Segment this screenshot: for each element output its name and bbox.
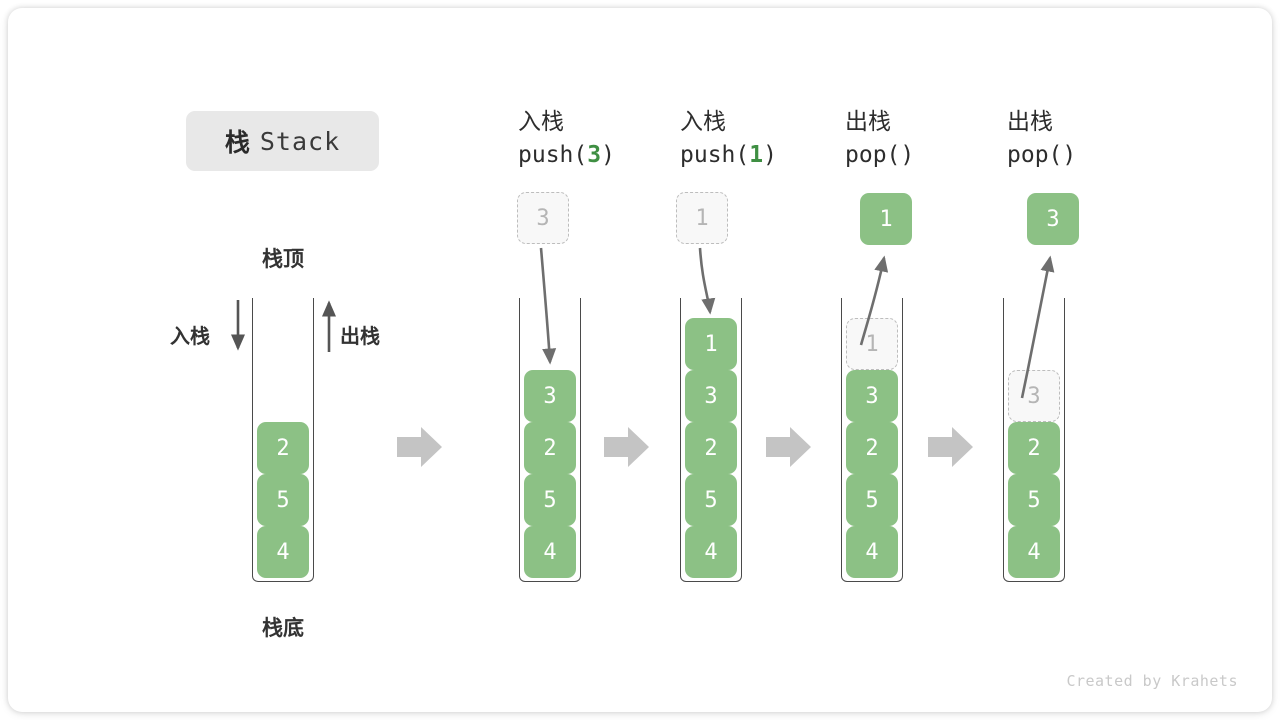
code-argument: 3 — [587, 142, 602, 168]
stack-cell: 1 — [685, 318, 737, 370]
code-prefix: pop( — [845, 142, 901, 168]
stack-cell: 3 — [846, 370, 898, 422]
stack-cell: 2 — [524, 422, 576, 474]
stack-cell: 5 — [257, 474, 309, 526]
stack-top-label: 栈顶 — [262, 247, 304, 271]
header-code-label: push(3) — [518, 138, 708, 172]
stack-frame — [680, 298, 742, 582]
pop-side-label: 出栈 — [340, 324, 380, 348]
stack-cell: 4 — [1008, 526, 1060, 578]
code-suffix: ) — [1062, 142, 1077, 168]
stack-cell: 4 — [685, 526, 737, 578]
code-prefix: pop( — [1007, 142, 1063, 168]
stack-cell: 4 — [846, 526, 898, 578]
code-suffix: ) — [601, 142, 615, 168]
stack-cell: 5 — [1008, 474, 1060, 526]
code-suffix: ) — [900, 142, 915, 168]
stack-cell: 5 — [524, 474, 576, 526]
code-argument: 1 — [749, 142, 764, 168]
column-header-push-3: 入栈 push(3) — [518, 106, 708, 172]
push-side-label: 入栈 — [170, 324, 210, 348]
popped-cell-1: 1 — [860, 193, 912, 245]
code-prefix: push( — [518, 142, 588, 168]
stack-cell: 4 — [257, 526, 309, 578]
stack-cell: 2 — [1008, 422, 1060, 474]
column-header-push-1: 入栈 push(1) — [680, 106, 870, 172]
title-chinese: 栈 — [224, 128, 250, 157]
stack-cell: 2 — [685, 422, 737, 474]
header-operation-label: 出栈 — [1007, 109, 1053, 135]
code-suffix: ) — [763, 142, 777, 168]
incoming-cell-3: 3 — [517, 192, 569, 244]
incoming-cell-1: 1 — [676, 192, 728, 244]
stack-title-badge: 栈 Stack — [186, 111, 379, 171]
code-prefix: push( — [680, 142, 750, 168]
column-header-pop-3: 出栈 pop() — [1007, 106, 1197, 172]
stack-frame — [841, 298, 903, 582]
stack-cell: 3 — [524, 370, 576, 422]
title-english: Stack — [259, 126, 341, 156]
stack-cell: 4 — [524, 526, 576, 578]
header-operation-label: 入栈 — [518, 109, 564, 135]
stack-frame — [519, 298, 581, 582]
header-operation-label: 入栈 — [680, 109, 726, 135]
stack-cell: 3 — [685, 370, 737, 422]
stack-cell: 2 — [257, 422, 309, 474]
stack-bottom-label: 栈底 — [262, 616, 304, 640]
stack-cell-ghost: 3 — [1008, 370, 1060, 422]
header-code-label: push(1) — [680, 138, 870, 172]
header-operation-label: 出栈 — [845, 109, 891, 135]
column-header-pop-1: 出栈 pop() — [845, 106, 1035, 172]
header-code-label: pop() — [845, 138, 1035, 172]
stack-cell: 2 — [846, 422, 898, 474]
stack-cell-ghost: 1 — [846, 318, 898, 370]
stack-cell: 5 — [685, 474, 737, 526]
stack-frame — [1003, 298, 1065, 582]
popped-cell-3: 3 — [1027, 193, 1079, 245]
stack-cell: 5 — [846, 474, 898, 526]
footer-credit: Created by Krahets — [1066, 672, 1238, 690]
header-code-label: pop() — [1007, 138, 1197, 172]
stack-frame — [252, 298, 314, 582]
